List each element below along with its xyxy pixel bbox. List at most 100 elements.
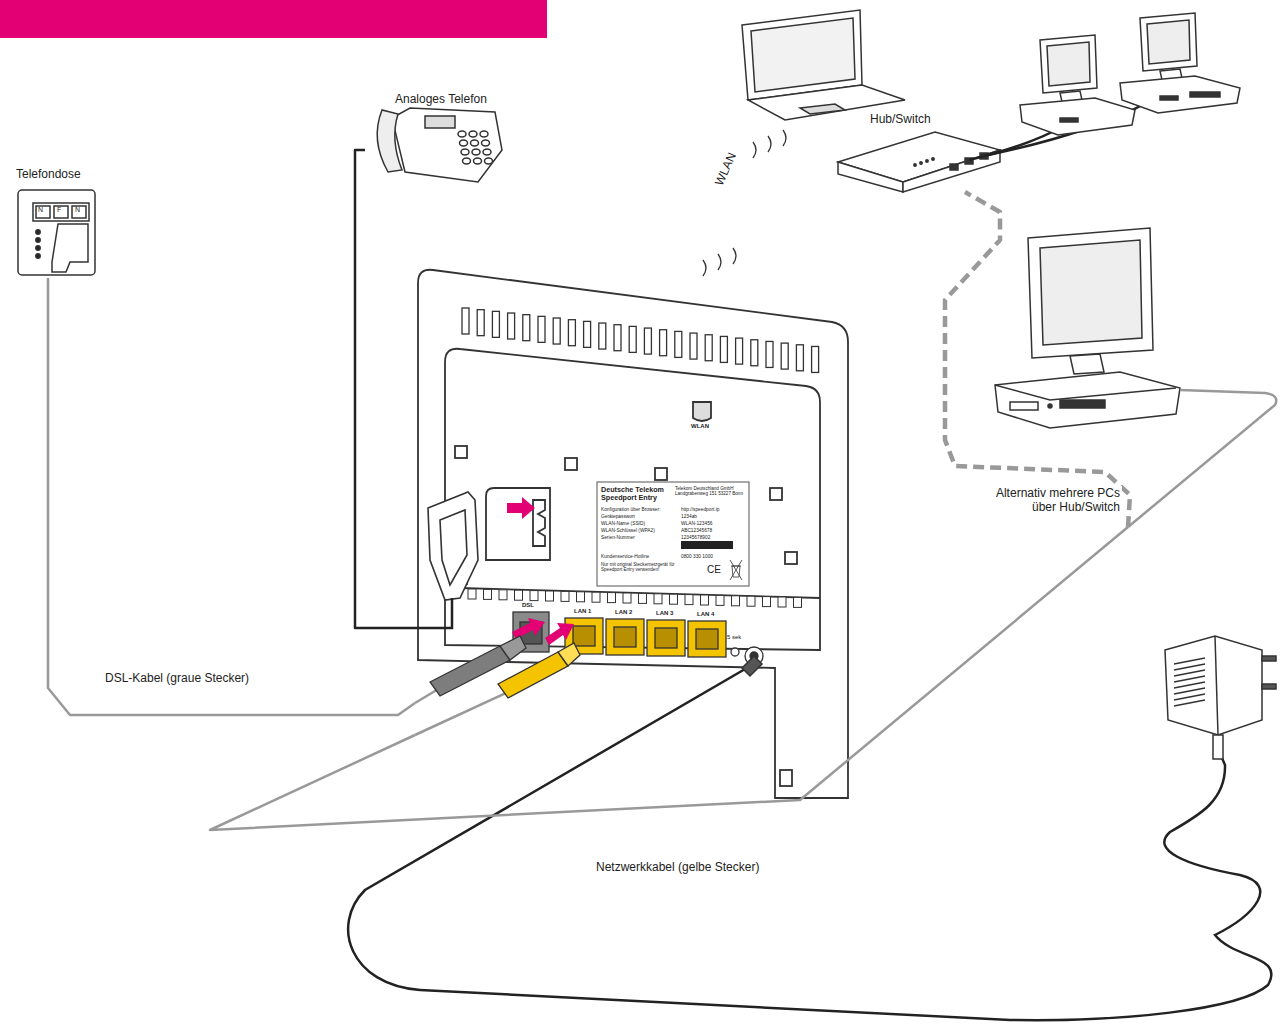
vent-slot xyxy=(766,341,773,367)
dsl-plug xyxy=(500,636,526,660)
telefondose xyxy=(52,224,88,272)
node-text: WLAN xyxy=(691,423,709,430)
ledge-tooth xyxy=(623,593,631,603)
vent-slot xyxy=(690,333,697,359)
phone-key xyxy=(471,140,479,146)
power-adapter xyxy=(1262,684,1276,689)
vent-slot xyxy=(675,331,682,357)
desktop-pc xyxy=(1070,354,1104,374)
adapter-fin xyxy=(1174,676,1205,682)
lan-plug xyxy=(498,643,580,698)
telefondose xyxy=(33,203,89,221)
vent-slot xyxy=(629,326,636,352)
cable-connector xyxy=(210,192,1130,830)
router-ports xyxy=(647,620,685,656)
adapter-fin xyxy=(1174,664,1205,670)
ledge-tooth xyxy=(484,589,492,599)
wlan-waves xyxy=(703,130,786,276)
vent-slot xyxy=(781,343,788,369)
network-cable xyxy=(415,390,1276,735)
telefondose xyxy=(72,206,86,218)
small-pcs xyxy=(1020,13,1240,135)
desktop-pc xyxy=(995,228,1180,428)
desktop-pc xyxy=(1040,240,1142,345)
insertion-arrows xyxy=(507,497,535,519)
vent-slot xyxy=(796,345,803,371)
node-text: 12345678902 xyxy=(681,535,710,541)
node-text: Kundenservice-Hotline xyxy=(601,554,649,560)
power-cable xyxy=(348,665,1271,1020)
node-text: Telefondose xyxy=(16,168,81,182)
network-cable xyxy=(1128,390,1276,527)
ledge-tooth xyxy=(701,595,709,605)
router-housing xyxy=(655,468,667,480)
analog-phone xyxy=(377,110,402,172)
label: LAN 1 xyxy=(574,608,591,615)
phone-cable-end xyxy=(415,598,452,628)
node-text: 0800 330 1000 xyxy=(681,554,713,560)
vent-slot xyxy=(538,316,545,342)
label: DSL xyxy=(522,602,534,609)
lan-plug xyxy=(558,643,580,666)
small-pcs xyxy=(1060,118,1078,122)
telefondose xyxy=(18,190,95,275)
router-sticker xyxy=(681,541,733,549)
vent-slot xyxy=(644,328,651,354)
phone-cable-end xyxy=(415,598,452,628)
vent-slot xyxy=(492,311,499,337)
label: 5 sek xyxy=(727,634,741,641)
hub-node: Hub/Switch xyxy=(835,110,1005,192)
telefondose xyxy=(36,230,40,234)
small-pcs xyxy=(1020,98,1135,135)
label: Netzwerkkabel (gelbe Stecker) xyxy=(596,860,759,874)
vent-slot xyxy=(523,315,530,341)
node-text: WLAN-123456 xyxy=(681,521,712,527)
label: N xyxy=(75,206,80,214)
ledge-tooth xyxy=(763,597,771,607)
ledge-tooth xyxy=(577,592,585,602)
router-sticker xyxy=(597,482,749,586)
node-text: Gerätepasswort xyxy=(601,514,635,520)
label: F xyxy=(57,206,61,214)
tae-plug xyxy=(428,492,478,600)
phone-node: Analoges Telefon xyxy=(365,88,515,188)
router-vents xyxy=(462,308,819,372)
label: LAN 2 xyxy=(615,609,632,616)
power-adapter xyxy=(1215,636,1218,735)
vent-slot xyxy=(553,318,560,344)
desktop-pc xyxy=(1060,400,1105,408)
router-housing xyxy=(445,349,820,650)
insertion-arrows xyxy=(545,623,574,645)
desktop-pc xyxy=(1010,402,1038,410)
dashed-cable-line xyxy=(945,192,1130,527)
vent-slot xyxy=(599,323,606,349)
phone-key xyxy=(474,158,482,164)
power-adapter xyxy=(1165,636,1276,759)
ledge-tooth xyxy=(685,595,693,605)
vent-slot xyxy=(720,336,727,362)
hub-switch xyxy=(932,158,934,160)
analog-phone xyxy=(377,108,502,182)
power-cable xyxy=(348,665,1271,1020)
ledge-tooth xyxy=(732,596,740,606)
phone-key xyxy=(458,131,466,137)
label: N xyxy=(38,206,43,214)
node-text: Telekom Deutschland GmbH Landgrabenweg 1… xyxy=(675,486,745,497)
router-sticker xyxy=(730,560,742,580)
desktop-pc xyxy=(1028,228,1153,358)
vent-slot xyxy=(462,308,469,334)
ledge-tooth xyxy=(608,593,616,603)
wave-arc xyxy=(733,248,736,264)
vent-slot xyxy=(477,310,484,336)
node-text: ABC12345678 xyxy=(681,528,712,534)
power-plug xyxy=(742,656,762,676)
desktop-pc xyxy=(1048,404,1052,408)
ledge-tooth xyxy=(747,596,755,606)
vent-slot xyxy=(751,340,758,366)
vent-slot xyxy=(614,325,621,351)
adapter-fin xyxy=(1174,700,1205,706)
small-pcs xyxy=(1190,92,1220,97)
node-text: 1234ab xyxy=(681,514,697,520)
power-adapter xyxy=(1262,656,1276,661)
router-housing xyxy=(533,500,545,546)
